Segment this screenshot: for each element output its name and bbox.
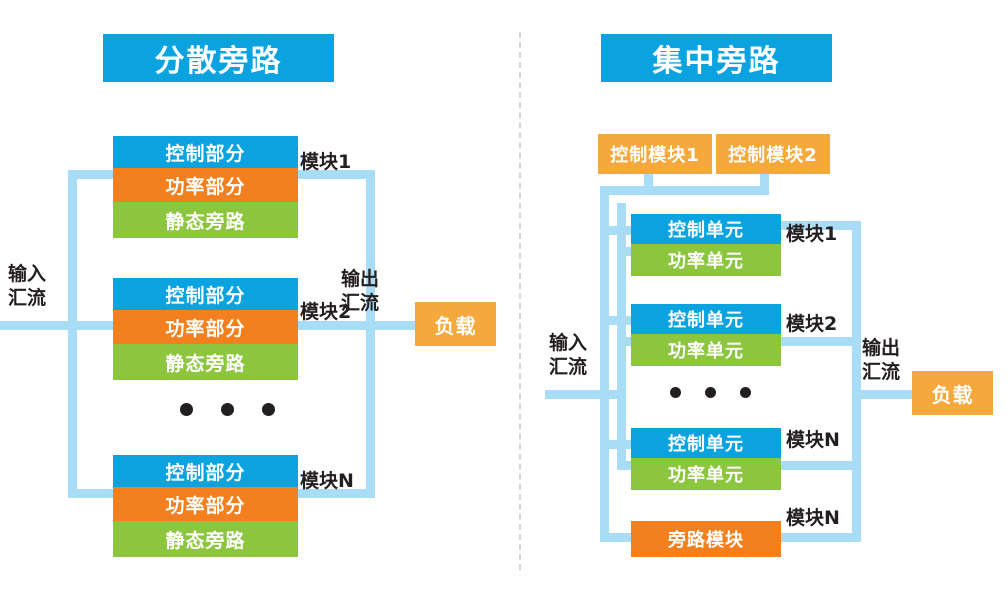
left-input-branch-1 xyxy=(68,170,128,179)
right-control-module-1-stub xyxy=(644,172,653,194)
left-module-1-row-static-bypass: 静态旁路 xyxy=(113,202,298,238)
right-control-bus-vertical xyxy=(600,186,609,542)
right-module-2-label: 模块2 xyxy=(786,313,838,335)
left-input-bus-label-line1: 输入 xyxy=(8,263,47,285)
right-output-bus-label-line2: 汇流 xyxy=(862,361,901,383)
right-panel-title: 集中旁路 xyxy=(601,34,832,82)
right-output-bus-vertical xyxy=(852,221,861,537)
left-input-feeder xyxy=(0,321,72,330)
right-output-bus-label: 输出 汇流 xyxy=(862,336,900,384)
ellipsis-dot xyxy=(740,387,751,398)
right-control-module-2-stub xyxy=(760,172,769,194)
left-input-bus-label: 输入 汇流 xyxy=(8,262,46,310)
left-module-1-row-power: 功率部分 xyxy=(113,168,298,202)
right-module-2-row-power: 功率单元 xyxy=(631,334,781,366)
right-control-branch-n xyxy=(600,440,640,449)
right-input-bus-label-line1: 输入 xyxy=(549,332,588,354)
right-module-1-row-power: 功率单元 xyxy=(631,244,781,276)
left-output-bus-vertical xyxy=(366,170,375,498)
left-output-bus-label-line1: 输出 xyxy=(341,268,380,290)
right-input-bus-label-line2: 汇流 xyxy=(549,356,588,378)
left-input-branch-2 xyxy=(68,321,128,330)
ellipsis-dot xyxy=(705,387,716,398)
right-bypass-module: 旁路模块 xyxy=(631,521,781,557)
left-module-n-label: 模块N xyxy=(300,470,354,492)
right-module-n-row-power: 功率单元 xyxy=(631,458,781,490)
right-control-branch-1 xyxy=(600,226,640,235)
left-module-n-row-power: 功率部分 xyxy=(113,487,298,521)
right-control-modules-tie xyxy=(600,186,769,195)
left-module-1-label: 模块1 xyxy=(300,151,352,173)
right-load-box: 负载 xyxy=(912,371,993,415)
left-panel-title: 分散旁路 xyxy=(103,34,334,82)
right-bypass-module-label: 模块N xyxy=(786,507,840,529)
right-modules-ellipsis xyxy=(670,387,751,398)
right-output-branch-1 xyxy=(778,221,861,230)
right-output-branch-2 xyxy=(778,337,861,346)
right-output-bus-label-line1: 输出 xyxy=(862,337,901,359)
right-module-n-row-control: 控制单元 xyxy=(631,428,781,458)
left-module-1-row-control: 控制部分 xyxy=(113,136,298,168)
left-input-bus-vertical xyxy=(68,170,77,498)
left-module-2-row-control: 控制部分 xyxy=(113,278,298,310)
left-output-feeder-to-load xyxy=(366,321,428,330)
left-module-2-row-static-bypass: 静态旁路 xyxy=(113,344,298,380)
ellipsis-dot xyxy=(221,403,234,416)
ellipsis-dot xyxy=(262,403,275,416)
left-output-bus-label-line2: 汇流 xyxy=(341,292,380,314)
ellipsis-dot xyxy=(670,387,681,398)
left-module-2-label: 模块2 xyxy=(300,301,352,323)
right-output-feeder-to-load xyxy=(852,390,914,399)
left-output-branch-n xyxy=(296,489,375,498)
left-output-branch-2 xyxy=(296,321,375,330)
left-load-box: 负载 xyxy=(415,302,496,346)
right-output-branch-n xyxy=(778,461,861,470)
right-module-1-label: 模块1 xyxy=(786,223,838,245)
right-module-n-label: 模块N xyxy=(786,429,840,451)
left-input-bus-label-line2: 汇流 xyxy=(8,287,47,309)
right-input-bus-vertical xyxy=(617,203,626,467)
right-output-branch-bypass xyxy=(778,533,861,542)
ellipsis-dot xyxy=(180,403,193,416)
panel-divider xyxy=(519,32,521,570)
right-module-2-row-control: 控制单元 xyxy=(631,304,781,334)
right-control-branch-2 xyxy=(600,316,640,325)
right-control-module-1: 控制模块1 xyxy=(598,134,712,174)
right-input-bus-label: 输入 汇流 xyxy=(549,331,587,379)
left-module-2-row-power: 功率部分 xyxy=(113,310,298,344)
left-output-branch-1 xyxy=(296,170,375,179)
right-control-module-2: 控制模块2 xyxy=(716,134,830,174)
right-module-1-row-control: 控制单元 xyxy=(631,214,781,244)
left-input-branch-n xyxy=(68,489,128,498)
right-input-feeder xyxy=(545,390,626,399)
left-modules-ellipsis xyxy=(180,403,275,416)
left-module-n-row-control: 控制部分 xyxy=(113,455,298,487)
left-output-bus-label: 输出 汇流 xyxy=(341,267,379,315)
left-module-n-row-static-bypass: 静态旁路 xyxy=(113,521,298,557)
right-control-bus-bottom xyxy=(600,533,642,542)
